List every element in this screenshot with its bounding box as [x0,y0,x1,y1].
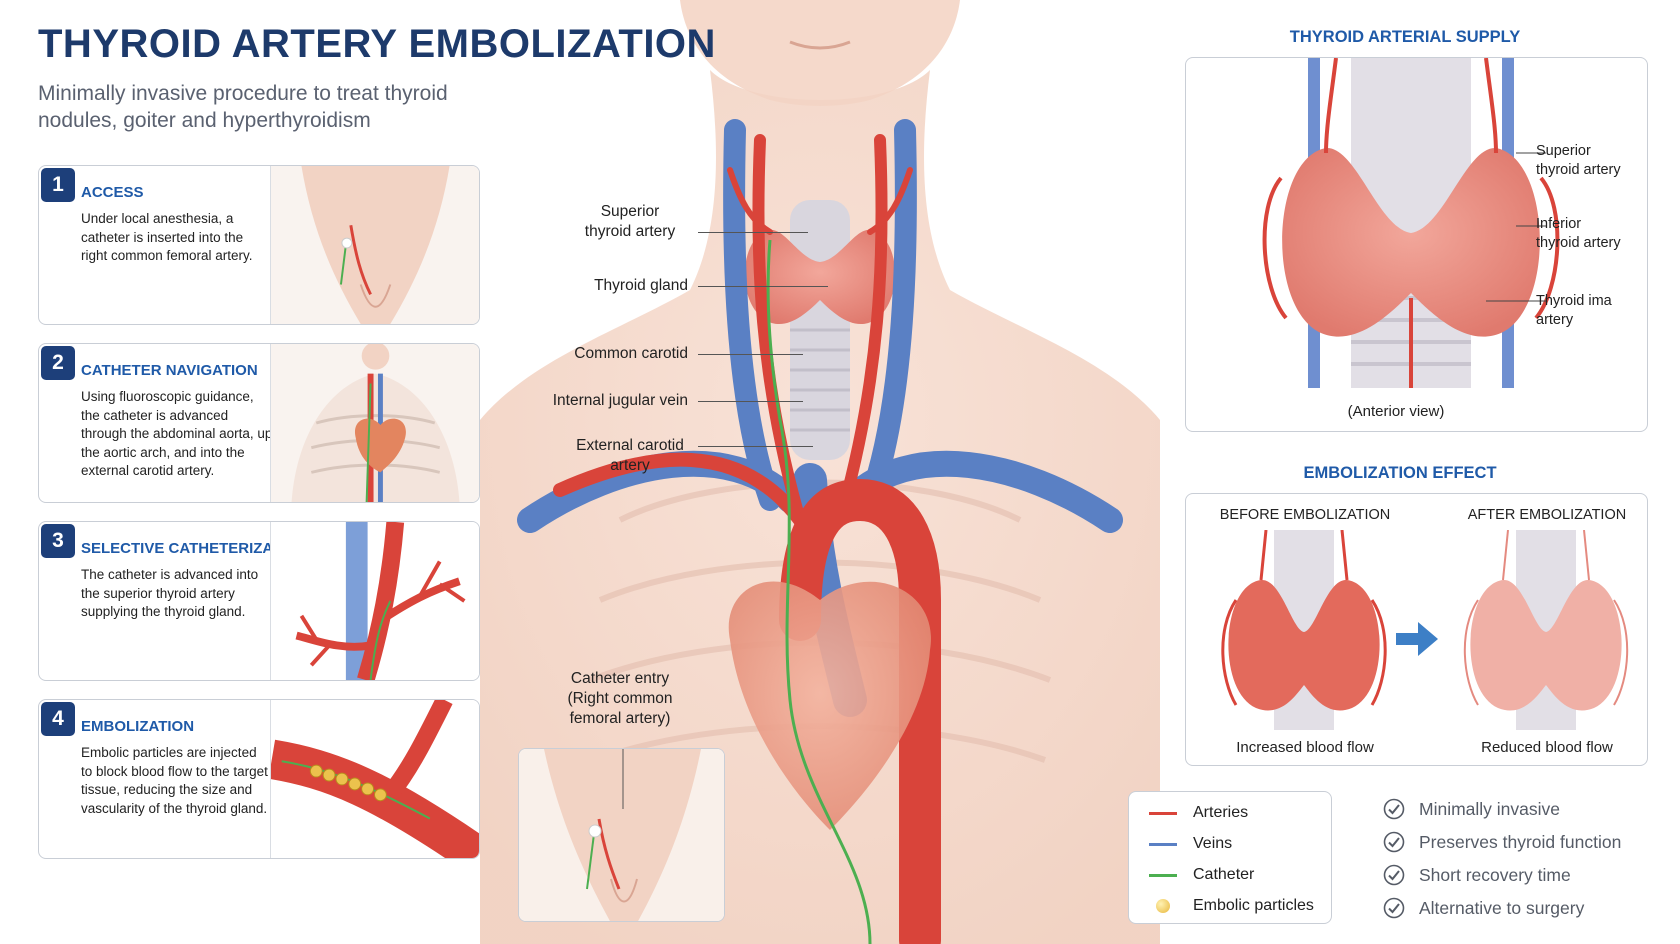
central-anatomy-illustration [480,0,1160,944]
step-card-catheter-navigation: 2 CATHETER NAVIGATION Using fluoroscopic… [38,343,480,503]
legend-item-catheter: Catheter [1149,864,1254,886]
thyroid-anterior-illustration [1262,58,1560,388]
embolic-particles-illustration [270,700,479,858]
page-subtitle: Minimally invasive procedure to treat th… [38,82,448,132]
step-text: Using fluoroscopic guidance, the cathete… [81,389,273,478]
arterial-supply-title: THYROID ARTERIAL SUPPLY [1289,28,1521,46]
torso-illustration [270,344,479,502]
catheter-entry-inset [518,748,725,922]
legend-item-veins: Veins [1149,833,1232,855]
check-circle-icon [1383,831,1405,853]
page-title: THYROID ARTERY EMBOLIZATION [38,22,716,66]
artery-swatch [1149,811,1177,815]
embolic-particle-swatch [1156,899,1170,913]
arterial-supply-panel: Superior thyroid artery Inferior thyroid… [1185,57,1648,432]
increased-blood-flow-caption: Increased blood flow [1236,739,1374,756]
artery-branch-illustration [270,522,479,680]
step-title: ACCESS [81,184,144,201]
step-title: CATHETER NAVIGATION [81,362,258,379]
benefit-label: Minimally invasive [1419,798,1561,819]
step-card-selective-catheterization: 3 SELECTIVE CATHETERIZATION The catheter… [38,521,480,681]
before-embolization-label: BEFORE EMBOLIZATION [1219,507,1391,523]
benefit-label: Short recovery time [1419,864,1571,885]
check-circle-icon [1383,897,1405,919]
label-internal-jugular-vein: Internal jugular vein [552,392,688,409]
label-thyroid-gland: Thyroid gland [594,277,688,294]
groin-illustration [270,166,479,324]
benefit-item: Alternative to surgery [1383,897,1584,919]
label-superior-thyroid-artery: Superior thyroid artery [584,203,676,240]
legend-label: Embolic particles [1193,897,1314,914]
chin-shape [680,0,960,106]
label-external-carotid-artery: External carotid artery [576,437,684,474]
thyroid-gland-shape [744,229,896,325]
anterior-view-caption: (Anterior view) [1347,403,1445,420]
step-text: Embolic particles are injected to block … [81,745,268,816]
label-thyroid-ima-artery-panel: Thyroid ima artery [1536,293,1612,328]
step-title: SELECTIVE CATHETERIZATION [81,540,308,557]
step-number: 3 [41,524,75,558]
step-number: 2 [41,346,75,380]
check-circle-icon [1383,864,1405,886]
reduced-blood-flow-caption: Reduced blood flow [1481,739,1613,756]
groin-inset-illustration [519,749,724,921]
legend-label: Veins [1193,835,1233,852]
legend-label: Catheter [1193,866,1255,883]
embolization-effect-panel: BEFORE EMBOLIZATION AFTER EMBOLIZATION I… [1185,493,1648,766]
embolization-effect-title: EMBOLIZATION EFFECT [1303,464,1497,482]
step-card-access: 1 ACCESS Under local anesthesia, a cathe… [38,165,480,325]
label-superior-thyroid-artery-panel: Superior thyroid artery [1536,143,1621,178]
benefit-item: Preserves thyroid function [1383,831,1621,853]
legend-item-embolic-particles: Embolic particles [1149,895,1314,917]
step-card-embolization: 4 EMBOLIZATION Embolic particles are inj… [38,699,480,859]
label-inferior-thyroid-artery-panel: Inferior thyroid artery [1536,216,1621,251]
legend-item-arteries: Arteries [1149,802,1248,824]
leader-line [698,446,813,447]
step-number: 4 [41,702,75,736]
benefit-label: Alternative to surgery [1419,897,1585,918]
label-catheter-entry: Catheter entry (Right common femoral art… [567,670,673,727]
arrow-right-icon [1396,622,1438,656]
vein-swatch [1149,842,1177,846]
step-title: EMBOLIZATION [81,718,195,735]
after-embolization-label: AFTER EMBOLIZATION [1467,507,1627,523]
heart-shape [728,581,931,830]
before-thyroid-illustration [1221,530,1387,730]
leader-line [698,354,803,355]
after-thyroid-illustration [1463,530,1629,730]
catheter-path [766,239,872,944]
label-common-carotid: Common carotid [574,345,688,362]
check-circle-icon [1383,798,1405,820]
leader-line [698,401,803,402]
benefit-label: Preserves thyroid function [1419,831,1622,852]
step-number: 1 [41,168,75,202]
legend: Arteries Veins Catheter Embolic particle… [1128,791,1332,924]
step-text: Under local anesthesia, a catheter is in… [81,211,253,263]
leader-line [698,286,828,287]
step-text: The catheter is advanced into the superi… [81,567,259,619]
leader-line [698,232,808,233]
catheter-swatch [1149,873,1177,877]
legend-label: Arteries [1193,804,1249,821]
benefit-item: Minimally invasive [1383,798,1560,820]
benefit-item: Short recovery time [1383,864,1571,886]
